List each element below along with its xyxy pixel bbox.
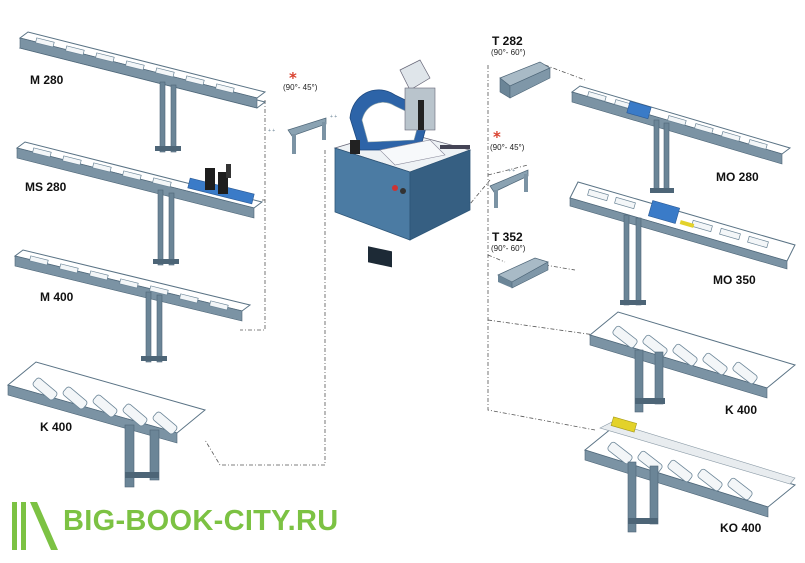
label-t352-range: (90°- 60°) xyxy=(491,244,526,253)
label-t352: T 352 xyxy=(492,230,523,244)
label-ko400: KO 400 xyxy=(720,521,762,535)
mo350-table xyxy=(569,181,796,306)
stop-bracket-right: + + xyxy=(489,168,529,208)
label-k400-left: K 400 xyxy=(40,420,73,434)
label-t282-range: (90°- 60°) xyxy=(491,48,526,57)
label-mo280: MO 280 xyxy=(716,170,759,184)
label-ms280: MS 280 xyxy=(25,180,67,194)
label-angle-right: (90°- 45°) xyxy=(490,143,525,152)
svg-text:+ +: + + xyxy=(508,168,515,174)
star-marker-right: * xyxy=(493,128,501,146)
m400-table xyxy=(13,249,252,363)
ko400-table xyxy=(583,416,797,533)
label-angle-left: (90°- 45°) xyxy=(283,83,318,92)
label-t282: T 282 xyxy=(492,34,523,48)
t282-plate xyxy=(499,61,551,99)
watermark-logo-icon xyxy=(12,502,58,550)
t352-plate xyxy=(497,257,549,289)
label-mo350: MO 350 xyxy=(713,273,756,287)
k400-right-table xyxy=(588,311,797,413)
ms280-table xyxy=(15,141,264,266)
band-saw-machine xyxy=(333,59,472,268)
svg-text:+ +: + + xyxy=(268,128,275,134)
stop-bracket-left: + + + + xyxy=(268,114,337,154)
label-m280: M 280 xyxy=(30,73,64,87)
watermark-text: BIG-BOOK-CITY.RU xyxy=(63,505,339,537)
star-marker-left: * xyxy=(289,69,297,87)
label-k400-right: K 400 xyxy=(725,403,758,417)
m280-table xyxy=(18,31,267,153)
label-m400: M 400 xyxy=(40,290,74,304)
k400-left-table xyxy=(6,361,207,488)
mo280-table xyxy=(570,85,792,193)
svg-text:+ +: + + xyxy=(330,114,337,120)
